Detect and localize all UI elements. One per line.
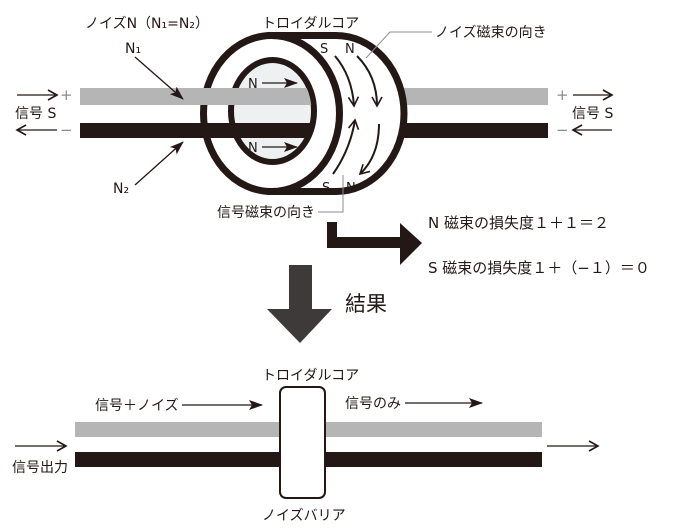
n-flux-loss-text: N 磁束の損失度１＋１＝２ [428, 214, 609, 232]
loss-summary: N 磁束の損失度１＋１＝２ S 磁束の損失度１＋（−１）＝０ [327, 214, 650, 277]
noise-n-label: ノイズN（N₁=N₂） [85, 16, 209, 32]
noise-barrier-core [279, 386, 326, 499]
signal-only-label: 信号のみ [345, 396, 401, 412]
signal-flux-arrow-down [358, 123, 380, 176]
noise-flux-direction-label: ノイズ磁束の向き [435, 25, 547, 41]
n1-label: N₁ [125, 41, 141, 57]
signal-output-label: 信号出力 [12, 460, 68, 476]
noise-flux-arrow-left [334, 55, 360, 108]
s-flux-loss-text: S 磁束の損失度１＋（−１）＝０ [428, 259, 650, 277]
right-signal-label: 信号 S [572, 106, 613, 122]
hole-label-n-bottom: N [248, 141, 258, 156]
n2-label: N₂ [113, 181, 129, 197]
top-diagram: S N S N N N ノイズN（N₁=N₂） トロイダルコア N₁ N₂ ノイ… [15, 16, 614, 221]
core-label-top: トロイダルコア [262, 16, 359, 32]
core-label-bottom: トロイダルコア [262, 368, 359, 384]
right-minus-sign: − [556, 121, 569, 139]
left-signal-label: 信号 S [15, 106, 56, 122]
signal-flux-direction-label: 信号磁束の向き [217, 205, 315, 221]
positive-wire-in-hole [233, 88, 312, 105]
signal-flux-leader-line [318, 175, 344, 213]
noise-flux-leader-line [365, 31, 432, 59]
negative-wire-left [80, 123, 240, 138]
pole-label-top-s: S [320, 42, 328, 57]
n2-pointer-arrow [134, 141, 184, 186]
positive-wire-left [80, 88, 240, 105]
noise-flux-arrow-right [356, 55, 383, 108]
left-plus-sign: + [60, 86, 73, 104]
signal-plus-noise-label: 信号＋ノイズ [95, 398, 179, 414]
loss-l-arrow [327, 222, 422, 265]
result-indicator: 結果 [267, 265, 387, 343]
signal-flux-arrow-up [332, 118, 360, 175]
bottom-diagram: トロイダルコア 信号＋ノイズ 信号のみ 信号出力 ノイズバリア [12, 368, 600, 524]
pole-label-top-n: N [345, 42, 355, 57]
noise-barrier-label: ノイズバリア [262, 508, 346, 524]
result-label: 結果 [345, 292, 387, 316]
pole-label-bottom-n: N [346, 181, 356, 196]
right-plus-sign: + [556, 86, 569, 104]
result-down-arrow [267, 265, 332, 343]
negative-wire-in-hole [233, 123, 312, 138]
n1-pointer-arrow [134, 56, 184, 100]
left-minus-sign: − [60, 121, 73, 139]
hole-label-n-top: N [248, 77, 258, 92]
pole-label-bottom-s: S [322, 181, 330, 196]
